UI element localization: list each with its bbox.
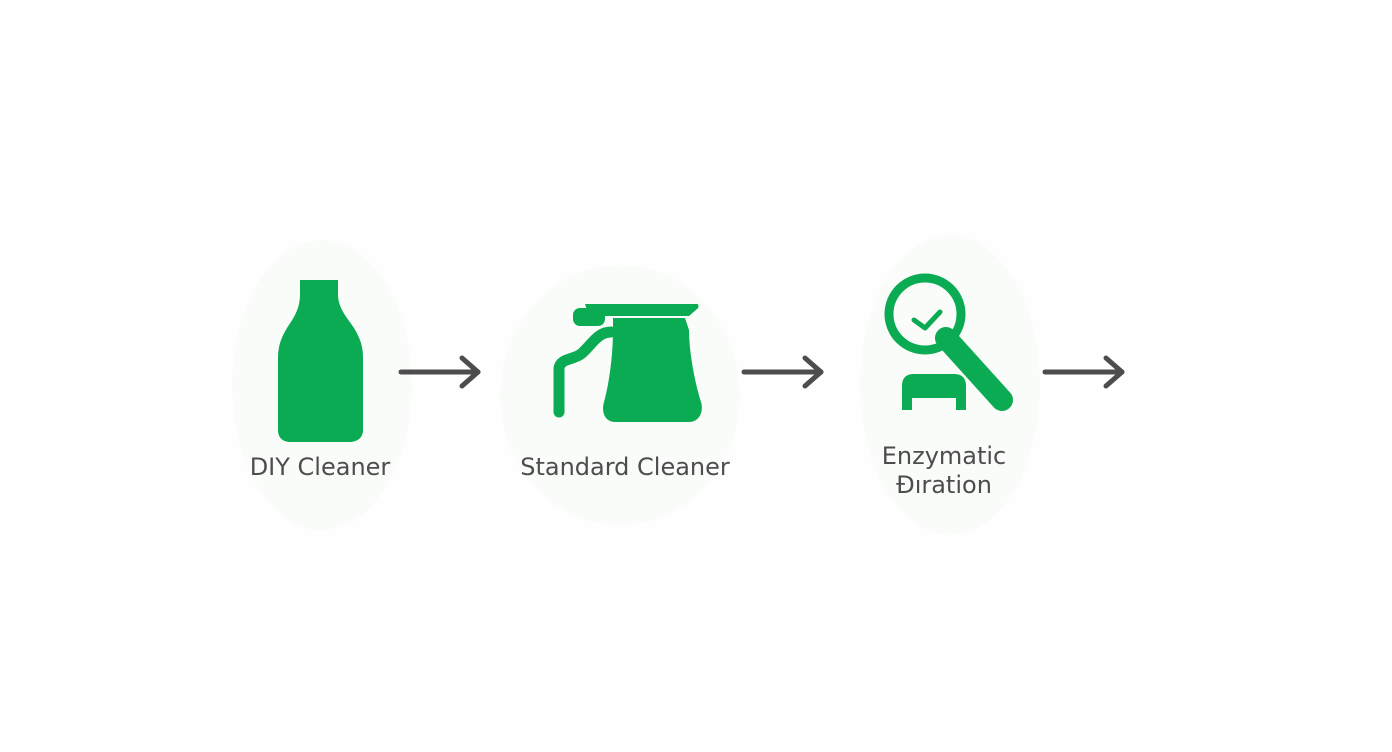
arrow-right-icon bbox=[398, 355, 481, 389]
bottle-icon bbox=[278, 280, 363, 442]
arrow-right-icon bbox=[741, 355, 824, 389]
step-2-label: Standard Cleaner bbox=[520, 453, 730, 481]
step-3-label-line1: Enzymatic bbox=[881, 442, 1007, 470]
spray-jug-icon bbox=[553, 304, 702, 422]
step-3-label-line2: Ɖıration bbox=[896, 471, 992, 499]
arrow-right-icon bbox=[1042, 355, 1125, 389]
magnifier-check-icon bbox=[884, 273, 1013, 411]
step-1-label: DIY Cleaner bbox=[249, 453, 391, 481]
